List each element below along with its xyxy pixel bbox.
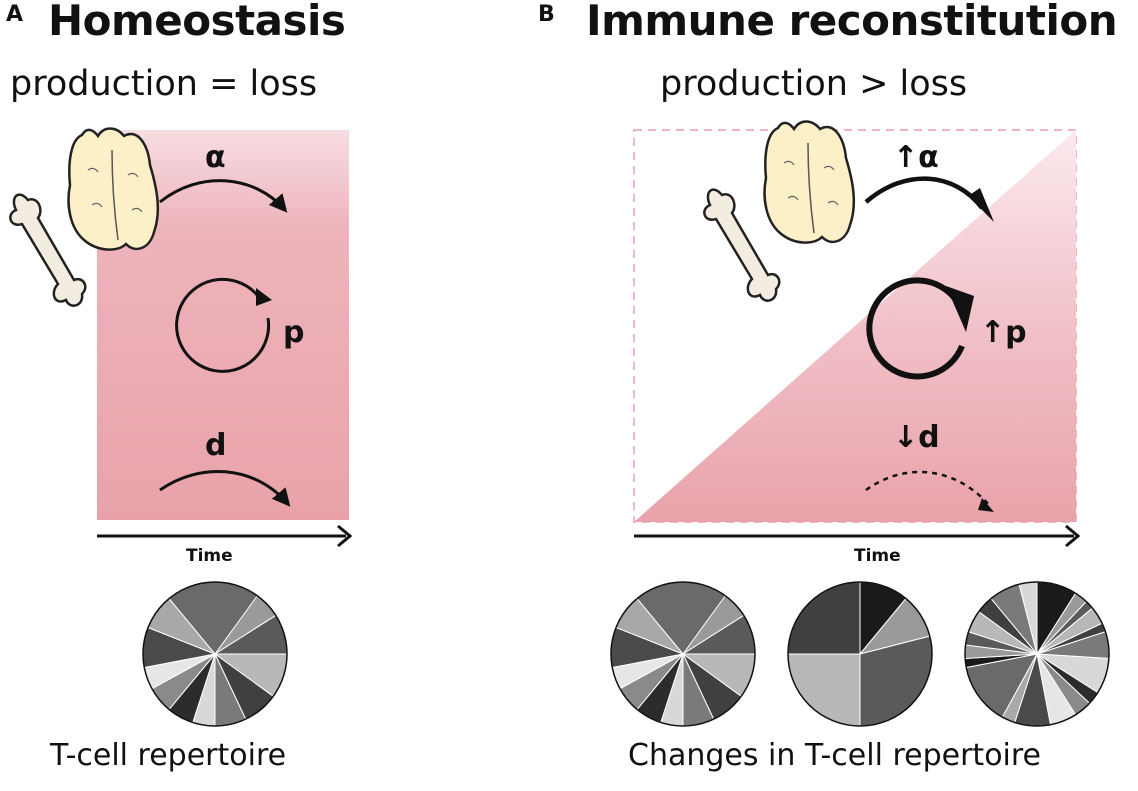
tcell-pool-reconstitution (634, 130, 1076, 522)
bone-icon (9, 193, 87, 307)
proliferation-cycle-icon (866, 277, 974, 380)
thymus-icon (763, 120, 856, 244)
panel-b-subtitle: production > loss (660, 64, 968, 104)
time-label-b: Time (854, 546, 901, 566)
pie-outline (964, 581, 1110, 727)
d-label-b: ↓d (893, 420, 940, 455)
proliferation-cycle-icon (175, 277, 272, 373)
pie-reconstitution-1 (610, 581, 756, 727)
alpha-label-b: ↑α (893, 140, 939, 175)
thymic-output-arrow (864, 176, 984, 210)
pie-outline (787, 581, 933, 727)
death-arrow (159, 470, 291, 507)
death-arrow (865, 470, 991, 507)
panel-a-label: A (6, 2, 24, 27)
pie-outline (610, 581, 756, 727)
caption-b: Changes in T-cell repertoire (628, 738, 1042, 773)
panel-b-label: B (538, 2, 555, 27)
panel-a-title: Homeostasis (48, 0, 346, 45)
pie-slice (787, 581, 861, 655)
thymus-icon (67, 127, 160, 251)
time-label-a: Time (186, 546, 233, 566)
panel-b-title: Immune reconstitution (586, 0, 1118, 45)
alpha-label-a: α (205, 140, 226, 175)
pie-homeostasis (142, 581, 288, 727)
p-label-b: ↑p (980, 315, 1027, 350)
pie-reconstitution-3 (964, 581, 1110, 727)
pie-slice (787, 653, 861, 727)
d-label-a: d (205, 428, 227, 463)
pie-reconstitution-2 (787, 581, 933, 727)
p-label-a: p (283, 315, 305, 350)
caption-a: T-cell repertoire (50, 738, 287, 773)
panel-a-subtitle: production = loss (10, 64, 318, 104)
thymic-output-arrow (159, 179, 288, 213)
bone-icon (703, 188, 781, 302)
pie-outline (142, 581, 288, 727)
